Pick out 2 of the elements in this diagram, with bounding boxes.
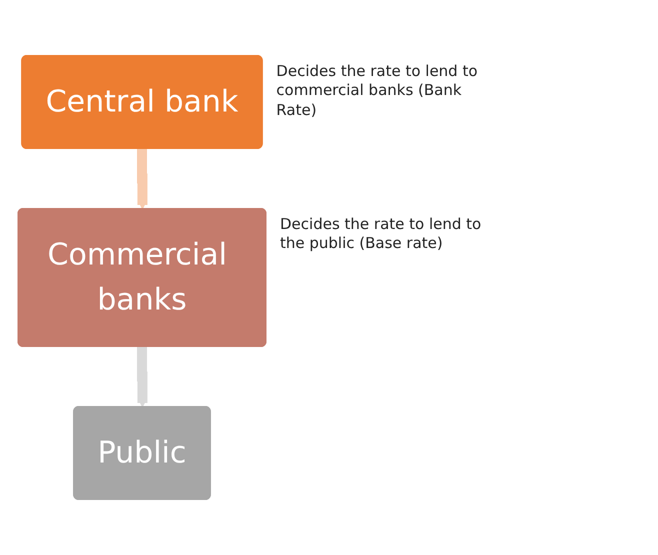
note-text: Decides the rate to lend to commercial banks (Bank Rate)	[276, 62, 479, 120]
note-text: Decides the rate to lend to the public (Base rate)	[280, 214, 482, 254]
